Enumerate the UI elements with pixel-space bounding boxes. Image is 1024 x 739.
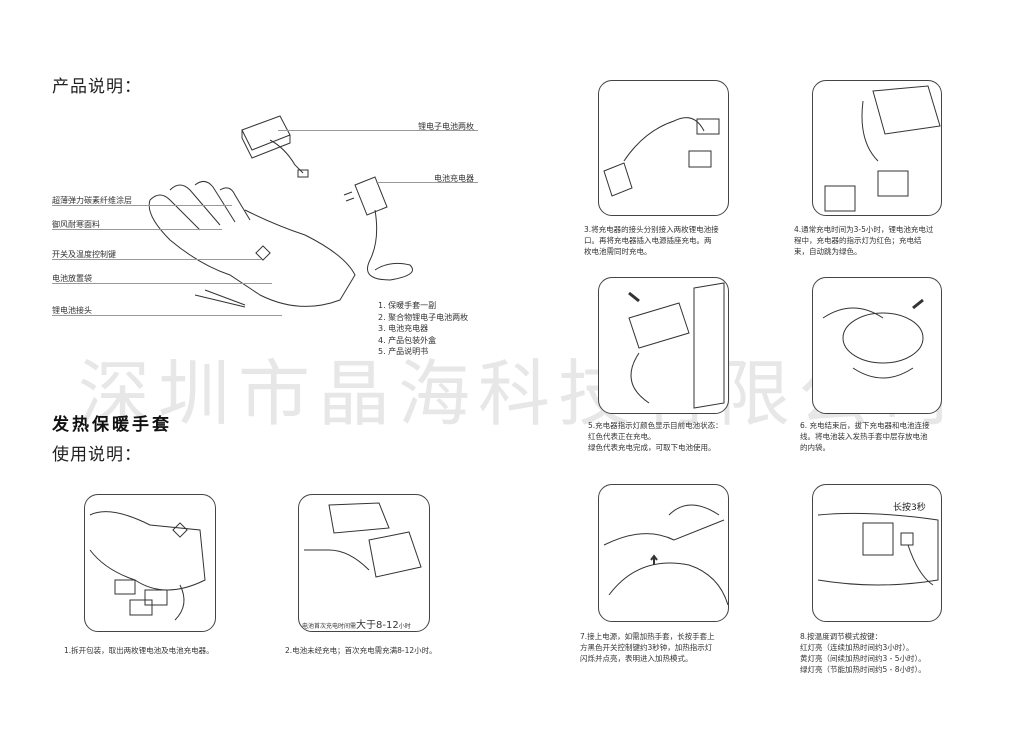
step-8-caption: 8.按温度调节模式按键： 红灯亮（连续加热时间约3小时）。 黄灯亮（间续加热时间…: [800, 632, 926, 674]
usage-heading: 使用说明：: [52, 445, 142, 465]
step-7-illustration: [598, 484, 729, 622]
step-3-caption: 3.将充电器的接头分别接入两枚锂电池接 口。再将充电器插入电源插座充电。两 枚电…: [584, 225, 719, 256]
step-6-caption: 6. 充电结束后，拔下充电器和电池连接 线。将电池装入发热手套中层存放电池 的内…: [800, 421, 930, 452]
glove-diagram: [148, 115, 413, 308]
package-contents: 1. 保暖手套一副 2. 聚合物锂电子电池两枚 3. 电池充电器 4. 产品包装…: [378, 300, 468, 358]
step-4-caption: 4.通常充电时间为3-5小时，锂电池充电过 程中，充电器的指示灯为红色；充电结 …: [794, 225, 934, 256]
label-battery: 锂电子电池两枚: [418, 122, 474, 131]
label-pocket: 电池放置袋: [52, 274, 92, 283]
step-5-illustration: [598, 277, 729, 414]
product-title: 发热保暖手套: [52, 415, 172, 435]
content-item: 2. 聚合物锂电子电池两枚: [378, 312, 469, 322]
first-charge-note: 电池首次充电时间需大于8-12小时: [302, 620, 411, 631]
step-2-caption: 2.电池未经充电；首次充电需充满8-12小时。: [285, 646, 437, 655]
content-item: 5. 产品说明书: [378, 347, 429, 356]
step-1-illustration: [84, 494, 216, 632]
content-item: 4. 产品包装外盒: [378, 335, 437, 345]
label-fabric: 御风耐寒面料: [52, 220, 100, 229]
label-switch: 开关及温度控制键: [52, 250, 116, 259]
step-3-illustration: [598, 80, 729, 216]
watermark: 深圳市晶海科技有限公司: [78, 352, 959, 436]
product-heading: 产品说明：: [52, 77, 142, 97]
label-coating: 超薄弹力碳素纤维涂层: [52, 196, 132, 205]
content-item: 3. 电池充电器: [378, 324, 429, 333]
step-8-illustration: 长按3秒: [812, 484, 942, 622]
step-1-caption: 1.拆开包装，取出两枚锂电池及电池充电器。: [64, 646, 214, 655]
long-press-label: 长按3秒: [893, 503, 926, 513]
step-7-caption: 7.接上电源，如需加热手套，长按手套上 方黑色开关控制键约3秒钟，加热指示灯 闪…: [580, 632, 715, 663]
step-2-illustration: 电池首次充电时间需大于8-12小时: [298, 494, 430, 632]
label-connector: 锂电池接头: [52, 306, 92, 315]
step-5-caption: 5.充电器指示灯颜色显示目前电池状态： 红色代表正在充电。 绿色代表充电完成，可…: [588, 421, 723, 452]
step-4-illustration: [812, 80, 942, 216]
label-charger: 电池充电器: [434, 174, 474, 183]
step-6-illustration: [812, 277, 942, 414]
content-item: 1. 保暖手套一副: [378, 301, 437, 310]
